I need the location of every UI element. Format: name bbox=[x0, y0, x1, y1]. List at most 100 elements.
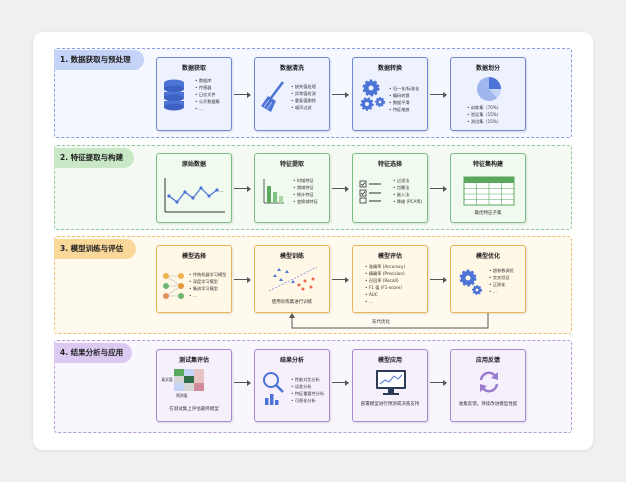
box-title: 数据转换 bbox=[377, 65, 402, 72]
list-item: • 数据平滑 bbox=[389, 100, 410, 105]
pred-label: 预测值 bbox=[176, 393, 188, 398]
list-item: • 特征缩放 bbox=[389, 107, 410, 112]
box-title: 模型优化 bbox=[475, 253, 500, 260]
scatter-icon bbox=[268, 266, 318, 292]
list-item: • 精确率 (Precision) bbox=[365, 271, 405, 276]
box-title: 应用反馈 bbox=[475, 357, 500, 364]
list-item: • 测试集（15%） bbox=[467, 119, 502, 124]
list-item: • 时域特征 bbox=[293, 178, 314, 183]
list-item: • 缺失值处理 bbox=[291, 84, 316, 89]
list-item: • 噪声过滤 bbox=[291, 105, 312, 110]
list-item: • ... bbox=[195, 106, 203, 111]
list-item: • 交叉验证 bbox=[489, 275, 510, 280]
list-item: • 嵌入法 bbox=[393, 192, 410, 197]
list-item: • 重复值删除 bbox=[291, 98, 316, 103]
box-title: 数据清洗 bbox=[279, 65, 304, 72]
box-data-acquisition: 数据获取 • 数据库 • 传感器 • 日志文件 • 公开数据集 • ... bbox=[156, 57, 232, 131]
list-item: • 正则化 bbox=[489, 282, 506, 287]
flow-arrow bbox=[430, 276, 447, 283]
list-item: • 可视化分析 bbox=[291, 398, 316, 403]
loop-label: 迭代优化 bbox=[372, 320, 390, 325]
list-item: • 特征重要性分析 bbox=[291, 391, 325, 396]
list-item: • 准确率 (Accuracy) bbox=[365, 264, 406, 269]
list-item: • ... bbox=[365, 299, 373, 304]
box-title: 测试集评估 bbox=[178, 357, 209, 364]
box-data-split: 数据划分 • 训练集（70%） • 验证集（15%） • 测试集（15%） bbox=[450, 57, 526, 131]
list-item: • F1 值 (F1-score) bbox=[365, 285, 402, 290]
list-item: • 超参数调优 bbox=[489, 268, 514, 273]
checklist-icon bbox=[359, 180, 381, 204]
section-2-title: 2. 特征提取与构建 bbox=[54, 148, 134, 168]
list-item: • 数据库 bbox=[195, 78, 212, 83]
network-icon bbox=[163, 273, 184, 299]
box-model-training: 模型训练 使用训练集进行训练 bbox=[254, 245, 330, 313]
database-icon bbox=[164, 79, 184, 111]
flow-arrow bbox=[332, 379, 349, 386]
list-item: • 传感器 bbox=[195, 85, 212, 90]
box-test-evaluation: 测试集评估 真实值 预测值 在测试集上评估最终模型 bbox=[156, 349, 232, 422]
box-model-optimization: 模型优化 • 超参数调优 • 交叉验证 • 正则化 • ... bbox=[450, 245, 526, 313]
list-item: • 包裹法 bbox=[393, 185, 410, 190]
confusion-matrix-icon bbox=[174, 369, 204, 391]
flow-arrow bbox=[234, 91, 251, 98]
list-item: • 验证集（15%） bbox=[467, 112, 502, 117]
box-title: 数据获取 bbox=[181, 65, 206, 72]
box-title: 特征选择 bbox=[377, 161, 402, 168]
box-caption: 收集反馈，持续改进模型性能 bbox=[458, 402, 518, 407]
list-item: • 变换域特征 bbox=[293, 199, 318, 204]
box-result-analysis: 结果分析 • 性能对比分析 • 误差分析 • 特征重要性分析 • 可视化分析 bbox=[254, 349, 330, 422]
list-item: • AUC bbox=[365, 292, 378, 297]
box-title: 模型选择 bbox=[181, 253, 206, 260]
list-item: • 降维 (PCA等) bbox=[393, 199, 423, 204]
flow-arrow bbox=[234, 379, 251, 386]
box-model-selection: 模型选择 • 传统机器学习模型 • 深度学习模型 • 集成学习模型 • ... bbox=[156, 245, 232, 313]
box-app-feedback: 应用反馈 收集反馈，持续改进模型性能 bbox=[450, 349, 526, 422]
table-icon bbox=[463, 176, 515, 206]
box-model-evaluation: 模型评估 • 准确率 (Accuracy) • 精确率 (Precision) … bbox=[352, 245, 428, 313]
gear-icon bbox=[459, 269, 482, 295]
box-title: 模型评估 bbox=[377, 253, 402, 260]
list-item: • 误差分析 bbox=[291, 384, 312, 389]
box-feature-selection: 特征选择 • 过滤法 • 包裹法 • 嵌入法 • 降维 (PCA等) bbox=[352, 153, 428, 223]
flow-arrow bbox=[332, 276, 349, 283]
broom-icon bbox=[261, 81, 284, 112]
box-title: 特征集构建 bbox=[472, 161, 503, 168]
section-1-title: 1. 数据获取与预处理 bbox=[54, 50, 144, 70]
svg-text:...: ... bbox=[219, 188, 224, 194]
box-caption: 在测试集上评估最终模型 bbox=[169, 407, 219, 412]
box-title: 模型应用 bbox=[377, 357, 402, 364]
flow-arrow bbox=[332, 91, 349, 98]
section-3-title: 3. 模型训练与评估 bbox=[54, 239, 136, 259]
box-caption: 最优特征子集 bbox=[474, 211, 502, 216]
box-title: 结果分析 bbox=[279, 357, 304, 364]
section-4-title: 4. 结果分析与应用 bbox=[54, 343, 132, 363]
list-item: • 频域特征 bbox=[293, 185, 314, 190]
flow-arrow bbox=[430, 185, 447, 192]
list-item: • 召回率 (Recall) bbox=[365, 278, 399, 283]
box-caption: 使用训练集进行训练 bbox=[271, 300, 313, 305]
box-feature-set: 特征集构建 最优特征子集 bbox=[450, 153, 526, 223]
list-item: • 统计特征 bbox=[293, 192, 314, 197]
flow-arrow bbox=[234, 276, 251, 283]
box-title: 原始数据 bbox=[181, 161, 206, 168]
box-feature-extraction: 特征提取 • 时域特征 • 频域特征 • 统计特征 • 变换域特征 bbox=[254, 153, 330, 223]
box-raw-data: 原始数据 ... bbox=[156, 153, 232, 223]
list-item: • 日志文件 bbox=[195, 92, 216, 97]
list-item: • ... bbox=[489, 289, 497, 294]
flow-arrow bbox=[430, 379, 447, 386]
box-model-application: 模型应用 部署模型进行预测或决策支持 bbox=[352, 349, 428, 422]
list-item: • 异常值检测 bbox=[291, 91, 316, 96]
monitor-icon bbox=[376, 370, 406, 395]
box-title: 模型训练 bbox=[279, 253, 304, 260]
box-caption: 部署模型进行预测或决策支持 bbox=[360, 402, 420, 407]
box-title: 数据划分 bbox=[475, 65, 500, 72]
flow-arrow bbox=[430, 91, 447, 98]
true-label: 真实值 bbox=[161, 377, 173, 382]
list-item: • 集成学习模型 bbox=[189, 286, 218, 291]
list-item: • 训练集（70%） bbox=[467, 105, 502, 110]
refresh-icon bbox=[479, 371, 499, 393]
pie-chart-icon bbox=[477, 77, 502, 101]
list-item: • 归一化/标准化 bbox=[389, 86, 420, 91]
flow-arrow bbox=[332, 185, 349, 192]
list-item: • ... bbox=[189, 293, 197, 298]
